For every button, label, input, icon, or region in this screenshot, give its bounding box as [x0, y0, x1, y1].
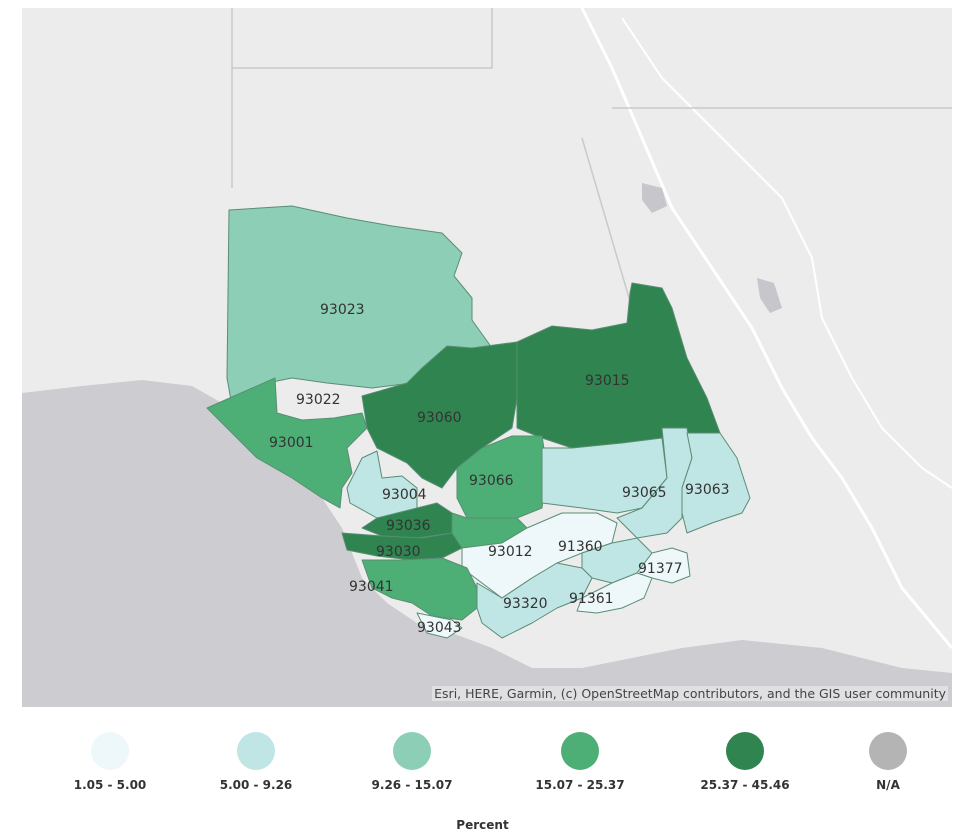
zip-label: 93012	[488, 544, 533, 560]
zip-label: 93004	[382, 487, 427, 503]
legend-item: N/A	[813, 728, 963, 792]
legend-swatch	[91, 732, 129, 770]
zip-label: 91361	[569, 591, 614, 607]
ocean	[22, 380, 952, 707]
legend-label: 25.37 - 45.46	[700, 778, 790, 792]
zip-label: 93001	[269, 435, 314, 451]
zip-area-93001[interactable]	[206, 377, 368, 509]
zip-area-93063[interactable]	[681, 432, 751, 534]
legend-swatch	[237, 732, 275, 770]
zip-label: 93041	[349, 579, 394, 595]
map-canvas[interactable]: 93023 93022 93001 93060 93015 93066 9300…	[22, 8, 952, 707]
zip-area-93043[interactable]	[416, 612, 463, 639]
legend-item: 5.00 - 9.26	[181, 728, 331, 792]
secondary-road	[621, 17, 952, 489]
zip-label: 93023	[320, 302, 365, 318]
legend-label: 15.07 - 25.37	[535, 778, 625, 792]
zip-label: 93066	[469, 473, 514, 489]
zip-area-91361[interactable]	[576, 572, 653, 614]
zip-label: 93022	[296, 392, 341, 408]
legend-label: 5.00 - 9.26	[219, 778, 293, 792]
legend-item: 25.37 - 45.46	[670, 728, 820, 792]
zip-label: 93060	[417, 410, 462, 426]
map-attribution: Esri, HERE, Garmin, (c) OpenStreetMap co…	[432, 686, 948, 701]
zip-labels: 93023 93022 93001 93060 93015 93066 9300…	[269, 302, 730, 636]
zip-label: 93030	[376, 544, 421, 560]
legend-swatch	[869, 732, 907, 770]
legend-swatch	[393, 732, 431, 770]
legend-item: 15.07 - 25.37	[505, 728, 655, 792]
zip-label: 93063	[685, 482, 730, 498]
zip-polygons	[206, 206, 751, 639]
zip-label: 93015	[585, 373, 630, 389]
map-legend: 1.05 - 5.00 5.00 - 9.26 9.26 - 15.07 15.…	[0, 728, 965, 833]
zip-area-93041[interactable]	[361, 557, 478, 621]
zip-label: 91377	[638, 561, 683, 577]
zip-area-93066[interactable]	[456, 435, 548, 519]
zip-label: 93320	[503, 596, 548, 612]
legend-title: Percent	[456, 818, 509, 832]
interstate-road	[580, 8, 952, 649]
lake	[642, 183, 782, 313]
zip-area-93060[interactable]	[361, 341, 518, 489]
zip-label: 91360	[558, 539, 603, 555]
zip-label: 93065	[622, 485, 667, 501]
choropleth-map[interactable]: 93023 93022 93001 93060 93015 93066 9300…	[22, 8, 952, 707]
zip-area-93015[interactable]	[516, 282, 721, 454]
legend-label: 1.05 - 5.00	[73, 778, 147, 792]
zip-label: 93036	[386, 518, 431, 534]
legend-item: 1.05 - 5.00	[35, 728, 185, 792]
legend-label: N/A	[876, 778, 900, 792]
legend-item: 9.26 - 15.07	[337, 728, 487, 792]
legend-swatch	[561, 732, 599, 770]
zip-area-93030[interactable]	[341, 532, 463, 561]
legend-swatch	[726, 732, 764, 770]
county-border	[231, 8, 952, 309]
legend-label: 9.26 - 15.07	[371, 778, 453, 792]
zip-label: 93043	[417, 620, 462, 636]
